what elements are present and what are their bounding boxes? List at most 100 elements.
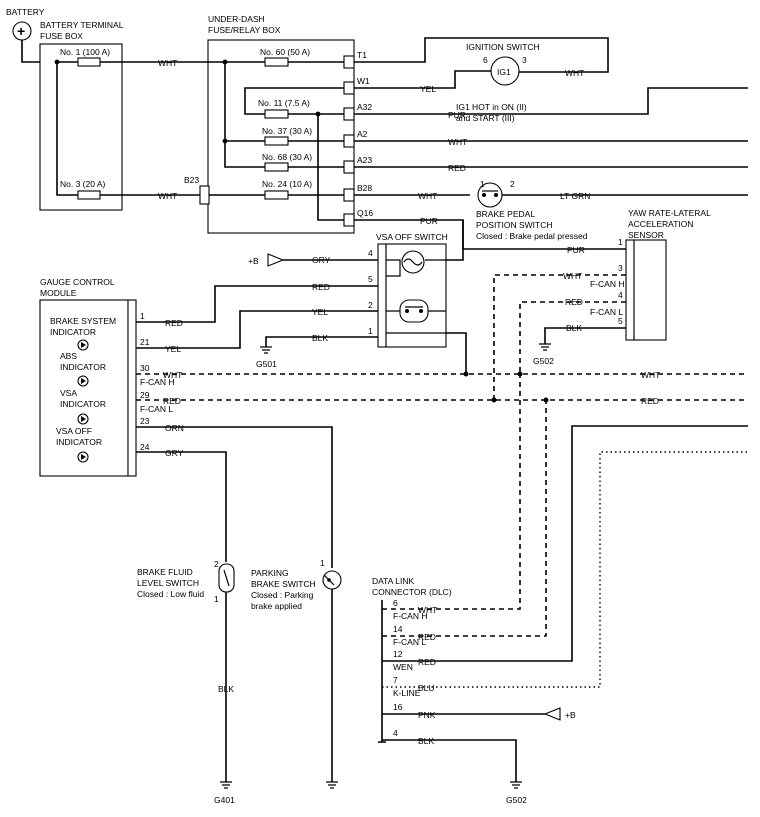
dlc-pin7: 7 (393, 675, 398, 685)
gcm-fcanl: F-CAN L (140, 404, 173, 414)
yaw-pin1: 1 (618, 237, 623, 247)
gcm-label-2: MODULE (40, 288, 77, 298)
battery-plus-icon: + (17, 23, 25, 39)
wire-label-gry-vsa: GRY (312, 255, 331, 265)
fuse-3-label: No. 3 (20 A) (60, 179, 106, 189)
pb-label-1: PARKING (251, 568, 289, 578)
battery: BATTERY + (6, 7, 45, 63)
dlc-pin4: 4 (393, 728, 398, 738)
gcm-brake-ind-1: BRAKE SYSTEM (50, 316, 116, 326)
gcm-vsa-ind-1: VSA (60, 388, 77, 398)
fuse-24-label: No. 24 (10 A) (262, 179, 312, 189)
g501-label: G501 (256, 359, 277, 369)
data-link-connector: DATA LINK CONNECTOR (DLC) 6 F-CAN H 14 F… (372, 576, 452, 743)
wire-label-wht-can-r: WHT (641, 370, 660, 380)
bpp-label-2: POSITION SWITCH (476, 220, 553, 230)
vsa-pin4: 4 (368, 248, 373, 258)
wire-label-wht-2: WHT (158, 191, 177, 201)
wire-label-pur-a32: PUR (448, 110, 466, 120)
gcm-brake-ind-2: INDICATOR (50, 327, 96, 337)
gcm-abs-ind-1: ABS (60, 351, 77, 361)
fuse-60-label: No. 60 (50 A) (260, 47, 310, 57)
dlc-kline: K-LINE (393, 688, 421, 698)
gcm-fcanh: F-CAN H (140, 377, 174, 387)
ignition-switch-label: IGNITION SWITCH (466, 42, 540, 52)
bf-note: Closed : Low fluid (137, 589, 204, 599)
wire-label-orn: ORN (165, 423, 184, 433)
bpp-note: Closed : Brake pedal pressed (476, 231, 588, 241)
dlc-pin12: 12 (393, 649, 403, 659)
pb-label-2: BRAKE SWITCH (251, 579, 316, 589)
bf-pin1: 1 (214, 594, 219, 604)
term-a32: A32 (357, 102, 372, 112)
wire-label-yel-w1: YEL (420, 84, 436, 94)
wire-label-blu: BLU (418, 683, 435, 693)
brake-fluid-switch: 2 1 BRAKE FLUID LEVEL SWITCH Closed : Lo… (137, 559, 235, 782)
ign-note-1: IG1 HOT in ON (II) (456, 102, 527, 112)
wire-label-red-gcm1: RED (165, 318, 183, 328)
gcm-pin30: 30 (140, 363, 150, 373)
yaw-fcanl: F-CAN L (590, 307, 623, 317)
brake-indicator-icon (77, 339, 89, 351)
fuse-11-label: No. 11 (7.5 A) (258, 98, 310, 108)
g401-label: G401 (214, 795, 235, 805)
ground-g401: G401 (214, 781, 235, 805)
wire-label-yel-vsa: YEL (312, 307, 328, 317)
yaw-rate-sensor: YAW RATE-LATERAL ACCELERATION SENSOR 1 3… (590, 208, 711, 341)
pb-note-1: Closed : Parking (251, 590, 314, 600)
btfb-label-1: BATTERY TERMINAL (40, 20, 124, 30)
term-a2: A2 (357, 129, 368, 139)
dlc-pin6: 6 (393, 598, 398, 608)
udfb-label-1: UNDER-DASH (208, 14, 265, 24)
term-q16: Q16 (357, 208, 373, 218)
dlc-plusb-arrow-icon (543, 707, 561, 721)
dlc-pin14: 14 (393, 624, 403, 634)
wire-label-wht-yaw: WHT (563, 271, 582, 281)
battery-label: BATTERY (6, 7, 45, 17)
fuse-1-label: No. 1 (100 A) (60, 47, 110, 57)
term-a23: A23 (357, 155, 372, 165)
term-b23: B23 (184, 175, 199, 185)
wire-label-pnk: PNK (418, 710, 436, 720)
dlc-wen: WEN (393, 662, 413, 672)
ign-pin3: 3 (522, 55, 527, 65)
bpp-pin2: 2 (510, 179, 515, 189)
vsaoff-indicator-icon (77, 451, 89, 463)
wire-label-wht-a2: WHT (448, 137, 467, 147)
under-dash-fuse-box: UNDER-DASH FUSE/RELAY BOX B23 No. 60 (50… (184, 14, 373, 234)
dlc-pin16: 16 (393, 702, 403, 712)
vsa-off-label: VSA OFF SWITCH (376, 232, 448, 242)
g502-label: G502 (533, 356, 554, 366)
wire-label-blk-bf: BLK (218, 684, 234, 694)
bpp-label-1: BRAKE PEDAL (476, 209, 535, 219)
gcm-vsaoff-ind-2: INDICATOR (56, 437, 102, 447)
gcm-abs-ind-2: INDICATOR (60, 362, 106, 372)
wire-label-blk-dlc: BLK (418, 736, 434, 746)
ign-note-2: and START (III) (456, 113, 515, 123)
dlc-label-2: CONNECTOR (DLC) (372, 587, 452, 597)
dlc-label-1: DATA LINK (372, 576, 415, 586)
gcm-pin29: 29 (140, 390, 150, 400)
gcm-pin24: 24 (140, 442, 150, 452)
vsa-pin1: 1 (368, 326, 373, 336)
yaw-label-2: ACCELERATION (628, 219, 694, 229)
ignition-switch: IGNITION SWITCH IG1 6 3 IG1 HOT in ON (I… (354, 37, 609, 123)
yaw-label-1: YAW RATE-LATERAL (628, 208, 711, 218)
wire-label-wht-b28: WHT (418, 191, 437, 201)
g502b-label: G502 (506, 795, 527, 805)
wire-label-ltgrn: LT GRN (560, 191, 590, 201)
term-w1: W1 (357, 76, 370, 86)
wire-label-red-yaw: RED (565, 297, 583, 307)
ig1-label: IG1 (497, 67, 511, 77)
fuse-68-label: No. 68 (30 A) (262, 152, 312, 162)
btfb-label-2: FUSE BOX (40, 31, 83, 41)
wire-label-wht-dlc: WHT (418, 605, 437, 615)
wire-label-blk-yaw: BLK (566, 323, 582, 333)
gcm-vsa-ind-2: INDICATOR (60, 399, 106, 409)
bf-label-1: BRAKE FLUID (137, 567, 193, 577)
fuse-37-label: No. 37 (30 A) (262, 126, 312, 136)
term-b28: B28 (357, 183, 372, 193)
wire-label-red-dlc12: RED (418, 657, 436, 667)
parking-brake-switch: 1 PARKING BRAKE SWITCH Closed : Parking … (251, 558, 342, 789)
gcm-pin1: 1 (140, 311, 145, 321)
